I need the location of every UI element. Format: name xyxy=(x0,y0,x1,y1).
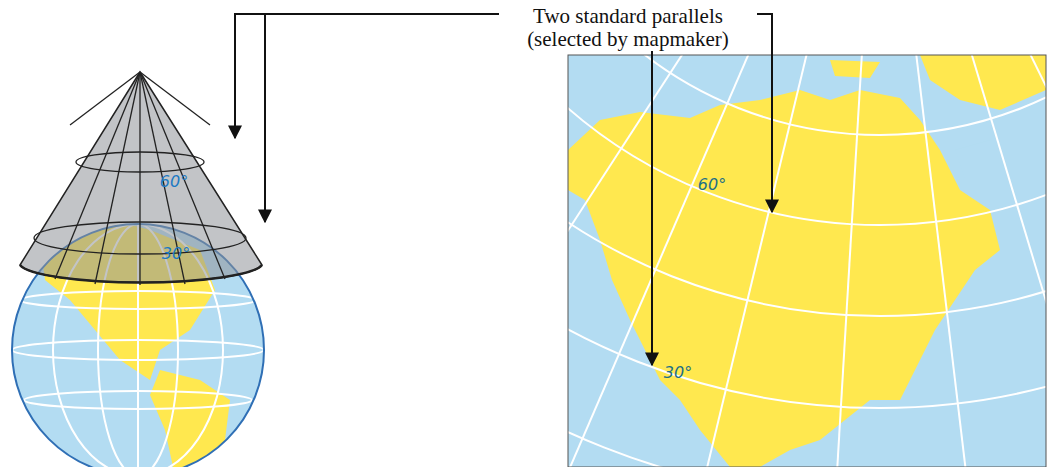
latitude-label: 30° xyxy=(664,363,692,382)
latitude-label: 30° xyxy=(162,244,190,263)
projection-cone xyxy=(20,72,262,285)
callout-label: Two standard parallels (selected by mapm… xyxy=(499,5,757,51)
latitude-label: 60° xyxy=(160,172,188,191)
leader-lines xyxy=(235,14,772,365)
latitude-label: 60° xyxy=(698,175,726,194)
conic-map xyxy=(130,0,1051,467)
